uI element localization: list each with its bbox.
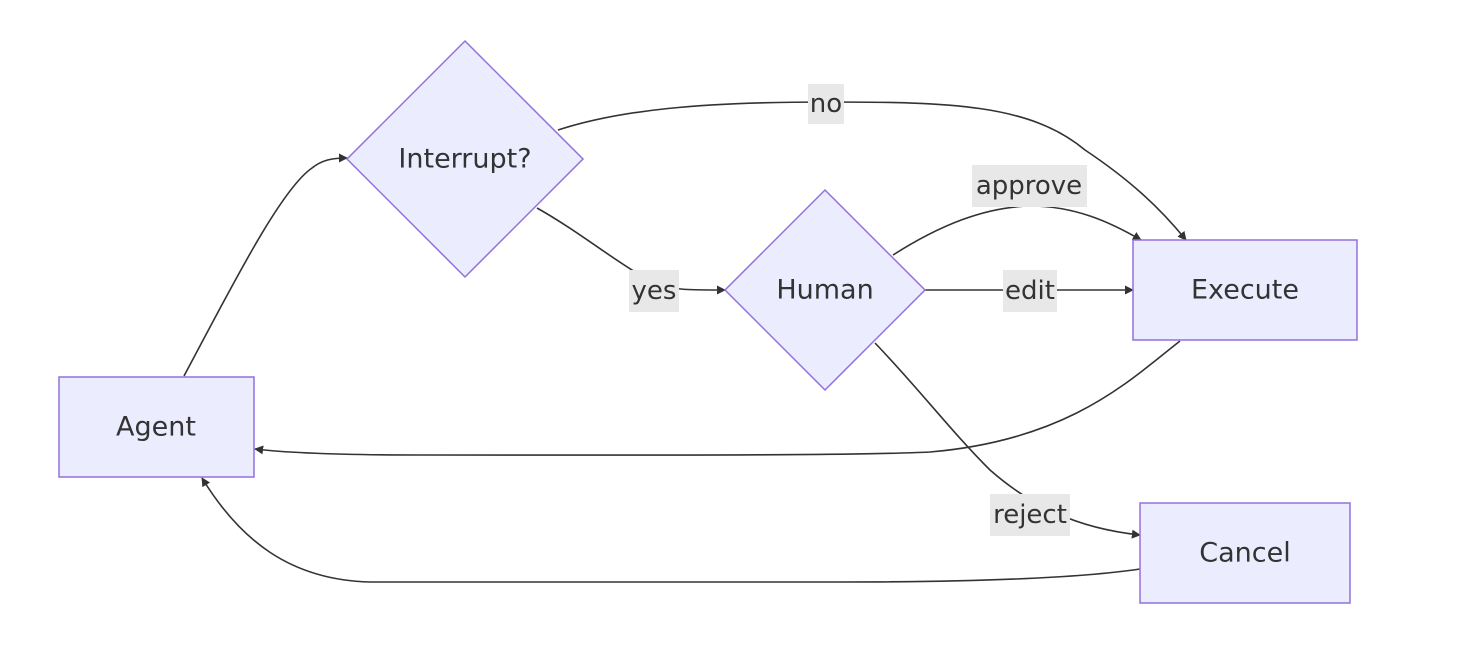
edge-human-reject — [874, 342, 1141, 539]
edge-cancel-to-agent — [201, 477, 1141, 583]
svg-text:Interrupt?: Interrupt? — [398, 144, 531, 175]
edge-label-reject: reject — [990, 494, 1070, 536]
svg-text:yes: yes — [632, 276, 677, 306]
edge-label-no: no — [808, 84, 844, 124]
svg-text:Cancel: Cancel — [1199, 538, 1290, 569]
edge-agent-to-interrupt — [183, 153, 348, 377]
edge-execute-to-agent — [254, 340, 1181, 456]
svg-text:Agent: Agent — [116, 412, 196, 443]
svg-text:reject: reject — [993, 500, 1067, 530]
edge-label-edit: edit — [1003, 270, 1057, 312]
edge-interrupt-no — [557, 101, 1187, 241]
svg-text:approve: approve — [976, 171, 1082, 201]
node-interrupt-decision: Interrupt? — [345, 39, 585, 279]
node-human-decision: Human — [723, 188, 927, 392]
node-agent: Agent — [58, 376, 255, 478]
svg-text:Execute: Execute — [1191, 275, 1299, 306]
node-execute: Execute — [1132, 239, 1358, 341]
svg-text:Human: Human — [776, 275, 873, 306]
edge-label-approve: approve — [972, 165, 1087, 207]
node-cancel: Cancel — [1139, 502, 1351, 604]
svg-text:no: no — [810, 89, 842, 119]
svg-text:edit: edit — [1005, 276, 1055, 306]
edge-human-approve — [892, 205, 1142, 256]
edge-label-yes: yes — [629, 270, 679, 312]
